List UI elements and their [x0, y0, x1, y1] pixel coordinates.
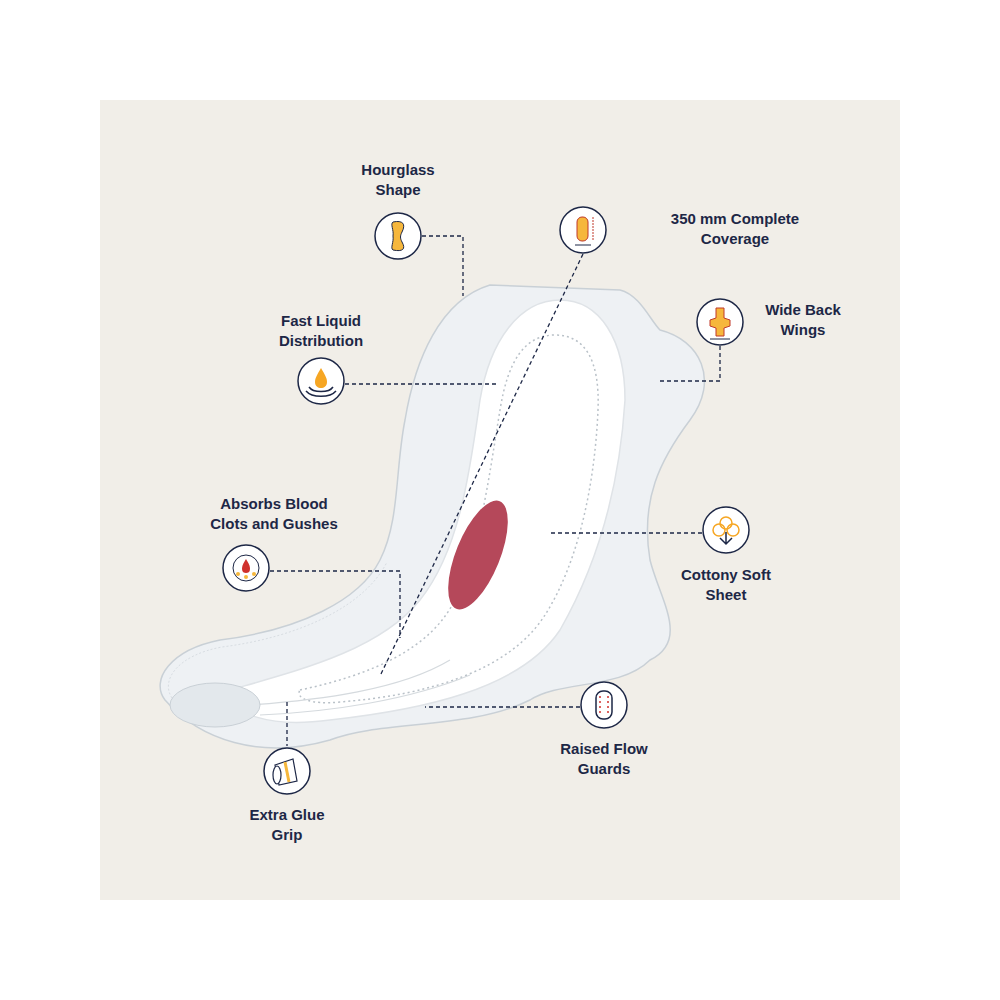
feature-label: Wide Back Wings	[753, 300, 853, 340]
feature-label: Fast Liquid Distribution	[266, 311, 376, 351]
background-panel	[100, 100, 900, 900]
feature-label: Raised Flow Guards	[555, 739, 653, 779]
feature-label: Cottony Soft Sheet	[676, 565, 776, 605]
feature-label: 350 mm Complete Coverage	[660, 209, 810, 249]
feature-label: Absorbs Blood Clots and Gushes	[205, 494, 343, 534]
feature-label: Hourglass Shape	[348, 160, 448, 200]
feature-label: Extra Glue Grip	[247, 805, 327, 845]
sanitary-pad	[160, 285, 704, 748]
